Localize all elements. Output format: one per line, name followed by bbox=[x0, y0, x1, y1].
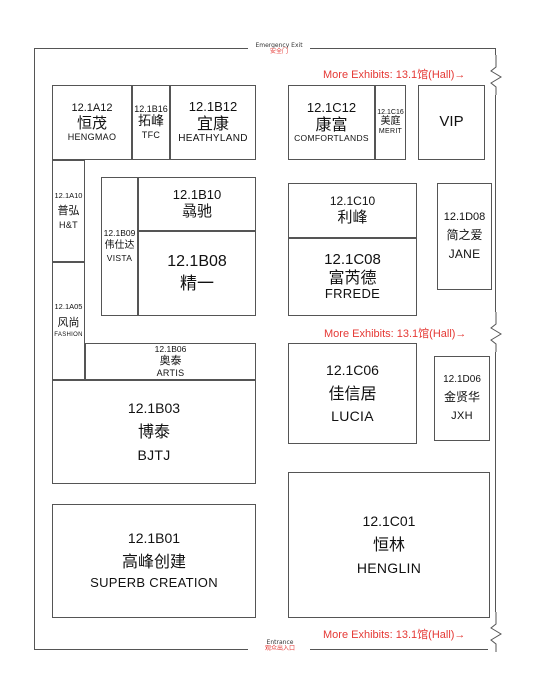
booth-name-cn: 精一 bbox=[180, 273, 214, 294]
booth-code: 12.1C16 bbox=[377, 108, 404, 116]
booth-code: 12.1B16 bbox=[134, 103, 168, 114]
booth-name-en: ARTIS bbox=[156, 367, 185, 378]
booth-12-1b12[interactable]: 12.1B12 宜康 HEATHYLAND bbox=[170, 85, 256, 160]
booth-name-en: MERIT bbox=[378, 128, 403, 136]
more-exhibits-link-top[interactable]: More Exhibits: 13.1馆(Hall)→ bbox=[323, 69, 466, 81]
emergency-exit-sign[interactable]: Emergency Exit 安全门 bbox=[248, 42, 310, 56]
booth-code: 12.1C08 bbox=[324, 250, 381, 268]
booth-12-1a10[interactable]: 12.1A10 普弘 H&T bbox=[52, 160, 85, 262]
booth-name-cn: 佳信居 bbox=[328, 383, 377, 403]
booth-12-1d08[interactable]: 12.1D08 简之爱 JANE bbox=[437, 183, 492, 290]
booth-name-en: FRREDE bbox=[324, 286, 381, 302]
booth-name-cn: 恒林 bbox=[372, 535, 405, 555]
booth-name-cn: 骉驰 bbox=[181, 202, 212, 221]
booth-name-en: FASHION bbox=[54, 331, 83, 338]
booth-code: 12.1C10 bbox=[329, 193, 376, 208]
booth-code: 12.1D06 bbox=[443, 374, 481, 386]
booth-name-cn: 简之爱 bbox=[446, 228, 483, 243]
booth-name-en: HENGLIN bbox=[356, 560, 422, 577]
booth-code: 12.1D08 bbox=[443, 211, 486, 224]
more-exhibits-link-middle[interactable]: More Exhibits: 13.1馆(Hall)→ bbox=[324, 328, 467, 340]
booth-12-1c10[interactable]: 12.1C10 利峰 bbox=[288, 183, 417, 238]
booth-12-1b10[interactable]: 12.1B10 骉驰 bbox=[138, 177, 256, 231]
emergency-exit-label-en: Emergency Exit bbox=[255, 42, 303, 49]
entrance-label-en: Entrance bbox=[266, 639, 294, 646]
booth-12-1a12[interactable]: 12.1A12 恒茂 HENGMAO bbox=[52, 85, 132, 160]
booth-name-cn: 美庭 bbox=[380, 116, 401, 128]
booth-name-cn: 普弘 bbox=[57, 203, 80, 217]
booth-12-1b09[interactable]: 12.1B09 伟仕达 VISTA bbox=[101, 177, 138, 316]
booth-12-1c08[interactable]: 12.1C08 富芮德 FRREDE bbox=[288, 238, 417, 316]
booth-name-en: LUCIA bbox=[331, 407, 374, 424]
booth-code: 12.1A05 bbox=[54, 302, 83, 312]
booth-name-en: COMFORTLANDS bbox=[294, 133, 369, 144]
booth-code: 12.1B09 bbox=[103, 227, 136, 238]
booth-name-cn: 风尚 bbox=[57, 315, 80, 329]
booth-name-cn: 伟仕达 bbox=[104, 240, 135, 252]
booth-12-1b16[interactable]: 12.1B16 拓峰 TFC bbox=[132, 85, 170, 160]
booth-12-1b01[interactable]: 12.1B01 高峰创建 SUPERB CREATION bbox=[52, 504, 256, 618]
booth-name-cn: 恒茂 bbox=[76, 114, 107, 133]
booth-12-1b06[interactable]: 12.1B06 奥泰 ARTIS bbox=[85, 343, 256, 380]
booth-name-cn: 利峰 bbox=[337, 208, 368, 227]
booth-vip[interactable]: VIP bbox=[418, 85, 485, 160]
booth-12-1c06[interactable]: 12.1C06 佳信居 LUCIA bbox=[288, 343, 417, 444]
booth-code: 12.1C12 bbox=[306, 99, 357, 115]
hall-opening-bottom bbox=[488, 612, 504, 652]
booth-name-en: HENGMAO bbox=[67, 132, 117, 143]
booth-name-en: HEATHYLAND bbox=[178, 133, 248, 145]
emergency-exit-label-cn: 安全门 bbox=[269, 48, 288, 56]
booth-name-en: JXH bbox=[451, 409, 473, 422]
booth-name-cn: 拓峰 bbox=[137, 114, 164, 130]
more-exhibits-link-bottom[interactable]: More Exhibits: 13.1馆(Hall)→ bbox=[323, 629, 466, 641]
booth-name-cn: 富芮德 bbox=[328, 268, 377, 288]
entrance-sign[interactable]: Entrance 观众出入口 bbox=[250, 639, 310, 653]
hall-opening-middle bbox=[488, 312, 504, 352]
booth-name-cn: 金贤华 bbox=[443, 390, 480, 405]
booth-name-en: VISTA bbox=[106, 253, 133, 264]
booth-12-1c16[interactable]: 12.1C16 美庭 MERIT bbox=[375, 85, 406, 160]
booth-12-1d06[interactable]: 12.1D06 金贤华 JXH bbox=[434, 356, 490, 441]
booth-code: 12.1C06 bbox=[326, 362, 379, 379]
hall-opening-top bbox=[488, 55, 504, 95]
entrance-label-cn: 观众出入口 bbox=[264, 645, 295, 653]
booth-code: 12.1A12 bbox=[71, 102, 113, 115]
booth-code: 12.1A10 bbox=[54, 190, 83, 200]
booth-name-cn: 高峰创建 bbox=[121, 551, 186, 571]
booth-code: 12.1B03 bbox=[127, 399, 181, 416]
booth-code: VIP bbox=[439, 113, 464, 131]
booth-name-cn: 康富 bbox=[315, 115, 348, 135]
booth-code: 12.1B08 bbox=[167, 253, 227, 270]
booth-name-en: BJTJ bbox=[137, 447, 171, 464]
booth-code: 12.1B06 bbox=[154, 344, 187, 355]
booth-code: 12.1B01 bbox=[127, 530, 181, 547]
booth-code: 12.1C01 bbox=[362, 512, 416, 529]
booth-code: 12.1B10 bbox=[172, 186, 222, 202]
booth-12-1c12[interactable]: 12.1C12 康富 COMFORTLANDS bbox=[288, 85, 375, 160]
booth-name-en: H&T bbox=[59, 220, 78, 231]
booth-code: 12.1B12 bbox=[188, 99, 238, 114]
booth-name-cn: 博泰 bbox=[137, 422, 170, 442]
booth-name-en: SUPERB CREATION bbox=[90, 574, 218, 590]
booth-12-1b08[interactable]: 12.1B08 精一 bbox=[138, 231, 256, 316]
booth-name-cn: 奥泰 bbox=[159, 354, 182, 368]
booth-name-cn: 宜康 bbox=[196, 114, 229, 134]
booth-12-1c01[interactable]: 12.1C01 恒林 HENGLIN bbox=[288, 472, 490, 618]
booth-12-1b03[interactable]: 12.1B03 博泰 BJTJ bbox=[52, 380, 256, 484]
booth-name-en: JANE bbox=[448, 246, 481, 261]
booth-name-en: TFC bbox=[141, 130, 161, 141]
booth-12-1a05[interactable]: 12.1A05 风尚 FASHION bbox=[52, 262, 85, 380]
